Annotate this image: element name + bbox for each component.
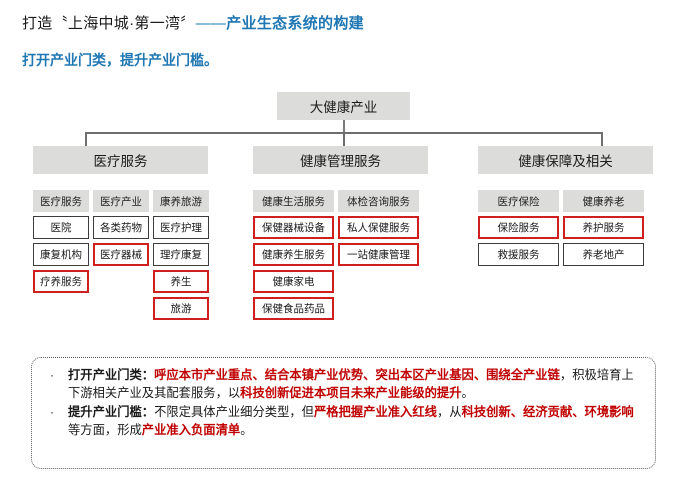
page-subtitle: 打开产业门类，提升产业门槛。 [22,52,218,68]
leaf-cell: 救援服务 [478,243,559,266]
leaf-cell: 疗养服务 [33,270,89,293]
leaf-cell: 健康养生服务 [253,243,334,266]
leaf-cell: 一站健康管理 [338,243,419,266]
group-header: 健康生活服务 [253,190,334,212]
group-wellness-tourism: 康养旅游 医疗护理 理疗康复 养生 旅游 [153,190,209,320]
note-segment: 。 [461,385,474,400]
category-box-health-security: 健康保障及相关 [478,146,653,174]
leaf-cell: 康复机构 [33,243,89,266]
note-segment: 。 [240,422,253,437]
page-title: 打造〝上海中城·第一湾〞——产业生态系统的构建 [22,12,364,33]
leaf-cell: 保险服务 [478,216,559,239]
page-title-black: 打造〝上海中城·第一湾〞 [22,15,196,32]
leaf-cell: 医疗护理 [153,216,209,239]
leaf-cell: 养护服务 [563,216,644,239]
category-box-health-management: 健康管理服务 [253,146,428,174]
bullet-glyph: · [50,405,55,419]
note-lead: 提升产业门槛： [68,405,155,419]
note-item-open-industry: · 打开产业门类：呼应本市产业重点、结合本镇产业优势、突出本区产业基因、围绕全产… [46,367,641,402]
column-health-security: 医疗保险 保险服务 救援服务 健康养老 养护服务 养老地产 [478,190,644,266]
note-segment: ，积极培育上下游相关产业及其配套服务，以 [68,368,634,400]
leaf-cell: 健康家电 [253,270,334,293]
bullet-glyph: · [50,368,55,382]
group-header: 健康养老 [563,190,644,212]
notes-list: · 打开产业门类：呼应本市产业重点、结合本镇产业优势、突出本区产业基因、围绕全产… [32,358,655,439]
leaf-cell: 养老地产 [563,243,644,266]
note-lead: 打开产业门类： [68,368,155,382]
note-segment: 科技创新、经济贡献、环境影响 [461,405,634,419]
connector-branch-center [343,132,345,146]
page-title-dash: —— [195,15,227,32]
leaf-cell: 医疗器械 [93,243,149,266]
leaf-cell: 医院 [33,216,89,239]
connector-branch-right [601,132,603,146]
note-segment: 严格把握产业准入红线 [313,405,437,419]
column-health-management: 健康生活服务 保健器械设备 健康养生服务 健康家电 保健食品药品 体检咨询服务 … [253,190,419,320]
connector-branch-left [85,132,87,146]
group-medical-insurance: 医疗保险 保险服务 救援服务 [478,190,559,266]
leaf-cell: 理疗康复 [153,243,209,266]
leaf-cell: 保健器械设备 [253,216,334,239]
note-segment: 产业准入负面清单 [141,422,241,437]
note-segment: 等方面，形成 [68,422,142,437]
group-header: 医疗服务 [33,190,89,212]
note-segment: ，从 [436,405,462,419]
leaf-cell: 私人保健服务 [338,216,419,239]
leaf-cell: 保健食品药品 [253,297,334,320]
diagram-root-node: 大健康产业 [277,92,410,120]
column-medical-service: 医疗服务 医院 康复机构 疗养服务 医疗产业 各类药物 医疗器械 康养旅游 医疗… [33,190,209,320]
leaf-cell: 养生 [153,270,209,293]
category-box-medical-service: 医疗服务 [33,146,208,174]
leaf-cell: 各类药物 [93,216,149,239]
group-header: 康养旅游 [153,190,209,212]
note-segment: 科技创新促进本项目未来产业能级的提升 [240,385,462,400]
group-medical-service: 医疗服务 医院 康复机构 疗养服务 [33,190,89,293]
leaf-cell: 旅游 [153,297,209,320]
group-health-elderly-care: 健康养老 养护服务 养老地产 [563,190,644,266]
group-healthy-living-service: 健康生活服务 保健器械设备 健康养生服务 健康家电 保健食品药品 [253,190,334,320]
connector-root-vertical [343,120,345,133]
group-medical-industry: 医疗产业 各类药物 医疗器械 [93,190,149,293]
group-header: 医疗产业 [93,190,149,212]
notes-panel: · 打开产业门类：呼应本市产业重点、结合本镇产业优势、突出本区产业基因、围绕全产… [31,357,656,469]
page-title-blue: 产业生态系统的构建 [226,15,364,32]
note-segment: 呼应本市产业重点、结合本镇产业优势、突出本区产业基因、围绕全产业链 [154,368,560,382]
group-checkup-consulting-service: 体检咨询服务 私人保健服务 一站健康管理 [338,190,419,266]
group-header: 医疗保险 [478,190,559,212]
note-item-raise-threshold: · 提升产业门槛：不限定具体产业细分类型，但严格把握产业准入红线，从科技创新、经… [46,404,641,439]
note-segment: 不限定具体产业细分类型，但 [154,405,314,419]
group-header: 体检咨询服务 [338,190,419,212]
